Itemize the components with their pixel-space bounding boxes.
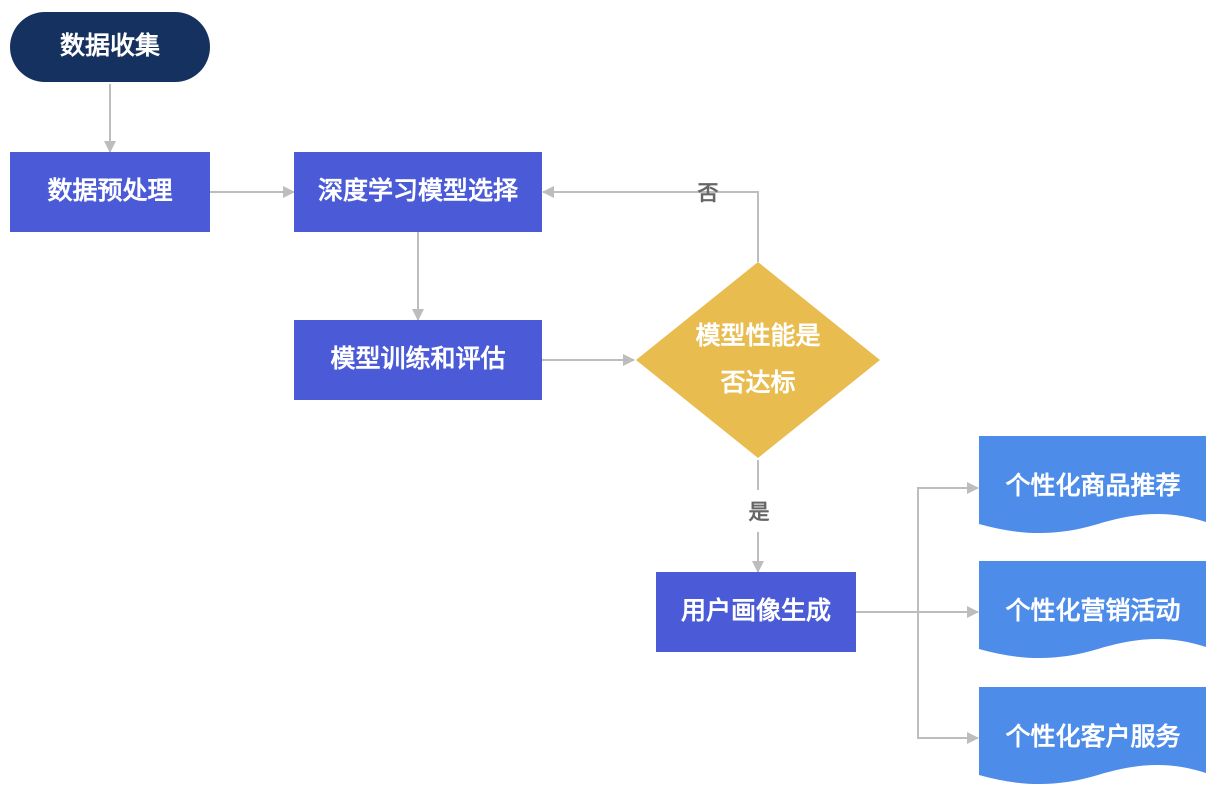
- decision-label-line-2: 否达标: [719, 368, 795, 397]
- node-label: 个性化营销活动: [1005, 596, 1180, 625]
- edge-profile-to-recommendation: [856, 482, 979, 613]
- node-label: 数据预处理: [47, 176, 172, 205]
- process-shape: [656, 572, 856, 652]
- edge-label-yes: 是: [749, 500, 770, 524]
- node-data-collection: 数据收集: [10, 12, 210, 82]
- process-shape: [294, 320, 542, 400]
- node-performance-decision: 模型性能是 否达标: [636, 262, 880, 458]
- node-label: 数据收集: [60, 31, 161, 60]
- terminal-shape: [10, 12, 210, 82]
- decision-label-line-1: 模型性能是: [695, 321, 820, 350]
- node-label: 深度学习模型选择: [318, 176, 519, 205]
- node-data-preprocessing: 数据预处理: [10, 152, 210, 232]
- node-label: 用户画像生成: [681, 596, 831, 625]
- edge-profile-to-service: [917, 612, 979, 744]
- node-personalized-customer-service: 个性化客户服务: [979, 687, 1206, 785]
- document-shape: [979, 561, 1206, 659]
- edge-label-no: 否: [698, 181, 719, 205]
- node-label: 个性化商品推荐: [1005, 471, 1180, 500]
- node-model-training-evaluation: 模型训练和评估: [294, 320, 542, 400]
- node-label: 个性化客户服务: [1005, 722, 1180, 751]
- document-shape: [979, 687, 1206, 785]
- node-personalized-product-recommendation: 个性化商品推荐: [979, 436, 1206, 534]
- document-shape: [979, 436, 1206, 534]
- process-shape: [10, 152, 210, 232]
- node-deep-learning-model-selection: 深度学习模型选择: [294, 152, 542, 232]
- node-user-profile-generation: 用户画像生成: [656, 572, 856, 652]
- node-personalized-marketing-campaign: 个性化营销活动: [979, 561, 1206, 659]
- decision-shape: [636, 262, 880, 458]
- edge-decision-no-loop: [542, 186, 759, 262]
- node-label: 模型训练和评估: [330, 344, 505, 373]
- process-shape: [294, 152, 542, 232]
